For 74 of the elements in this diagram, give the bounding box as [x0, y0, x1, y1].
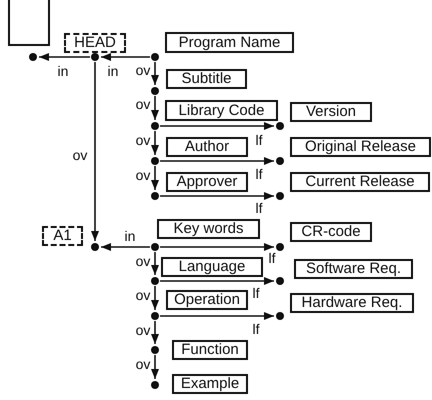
edge-label: ov	[136, 168, 150, 182]
edge-label: in	[124, 229, 136, 243]
junction-dot	[276, 243, 284, 251]
edge-label: ov	[72, 148, 88, 162]
junction-dot	[151, 277, 159, 285]
arrow	[151, 355, 159, 379]
label-box: Version	[290, 102, 372, 122]
label-box: Example	[172, 374, 248, 394]
arrow	[151, 96, 159, 120]
junction-dot	[151, 381, 159, 389]
junction-dot	[91, 243, 99, 251]
arrow	[151, 166, 159, 190]
label-box: Original Release	[290, 137, 431, 157]
label-box: Software Req.	[294, 259, 413, 279]
edge-label: ov	[136, 97, 150, 111]
dashed-label-box: A1	[42, 226, 83, 246]
edge-label: lf	[256, 133, 262, 147]
junction-dot	[151, 346, 159, 354]
arrow	[151, 286, 159, 310]
junction-dot	[276, 192, 284, 200]
edge-label: in	[58, 64, 68, 78]
arrow	[101, 53, 150, 61]
edge-label: ov	[136, 288, 150, 302]
junction-dot	[91, 53, 99, 61]
label-box: Current Release	[290, 172, 430, 192]
arrow	[160, 192, 274, 200]
arrow	[160, 122, 274, 130]
junction-dot	[276, 122, 284, 130]
edge-label: lf	[252, 322, 260, 336]
empty-box	[8, 0, 50, 46]
arrow	[160, 157, 274, 165]
arrow	[151, 62, 159, 85]
arrow	[101, 243, 150, 251]
label-box: Subtitle	[166, 69, 247, 89]
junction-dot	[29, 53, 37, 61]
label-box: Key words	[157, 219, 260, 239]
label-box: Approver	[166, 172, 248, 192]
junction-dot	[276, 312, 284, 320]
junction-dot	[276, 157, 284, 165]
edge-label: ov	[136, 357, 150, 371]
arrow	[151, 131, 159, 155]
label-box: Operation	[166, 290, 248, 310]
edge-label: lf	[256, 167, 262, 181]
edge-label: ov	[136, 63, 150, 77]
dashed-label-box: HEAD	[64, 33, 126, 53]
edge-label: lf	[252, 286, 260, 300]
junction-dot	[151, 53, 159, 61]
label-box: Program Name	[165, 32, 294, 53]
junction-dot	[151, 192, 159, 200]
edge-label: lf	[268, 251, 276, 265]
junction-dot	[151, 157, 159, 165]
junction-dot	[151, 243, 159, 251]
arrow	[160, 312, 274, 320]
junction-dot	[151, 122, 159, 130]
arrow	[160, 243, 274, 251]
edge-label: lf	[256, 201, 262, 215]
label-box: Library Code	[165, 100, 278, 121]
arrow	[160, 277, 274, 285]
label-box: CR-code	[290, 222, 372, 242]
junction-dot	[151, 87, 159, 95]
label-box: Hardware Req.	[290, 293, 414, 313]
label-box: Language	[161, 257, 263, 277]
arrow	[151, 321, 159, 344]
junction-dot	[276, 277, 284, 285]
edge-label: ov	[136, 323, 150, 337]
junction-dot	[151, 312, 159, 320]
edge-label: ov	[136, 254, 150, 268]
arrow	[91, 62, 99, 241]
edge-label: ov	[136, 133, 150, 147]
arrow	[39, 53, 90, 61]
arrow	[151, 252, 159, 275]
edge-label: in	[108, 64, 118, 78]
label-box: Function	[172, 340, 248, 360]
label-box: Author	[166, 137, 248, 157]
